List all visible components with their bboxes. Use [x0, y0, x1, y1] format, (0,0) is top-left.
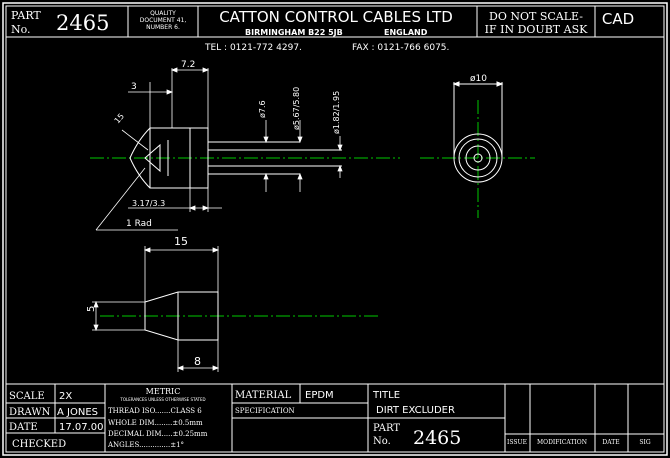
do-not-scale-note: DO NOT SCALE- [489, 10, 583, 23]
company-city: BIRMINGHAM B22 5JB [245, 28, 343, 37]
plan-view-dimension-lines [92, 246, 220, 372]
tolerance-whole: WHOLE DIM........±0.5mm [108, 419, 203, 427]
revision-modification-header: MODIFICATION [537, 439, 587, 446]
header-part-label: PART [11, 9, 41, 22]
revision-issue-header: ISSUE [507, 439, 527, 446]
cad-label: CAD [602, 10, 634, 28]
drawn-value: A JONES [57, 407, 98, 418]
header-no-label: No. [11, 23, 31, 36]
company-name: CATTON CONTROL CABLES LTD [219, 8, 453, 26]
checked-label: CHECKED [12, 439, 66, 450]
dim-height: 5 [86, 306, 97, 312]
dim-dia-bore: ø1.82/1.95 [332, 91, 341, 134]
dim-top-width: 7.2 [181, 60, 195, 70]
tolerance-decimal: DECIMAL DIM.....±0.25mm [108, 430, 208, 438]
footer-no-label: No. [373, 436, 391, 447]
dim-bottom-width: 8 [194, 355, 201, 368]
part-end-view [452, 81, 504, 183]
quality-doc-line1: QUALITY [150, 10, 176, 17]
tolerance-thread: THREAD ISO.......CLASS 6 [108, 407, 202, 415]
title-block-grid [6, 383, 664, 452]
company-tel: TEL : 0121-772 4297. [204, 43, 302, 53]
tolerance-note: TOLERANCES UNLESS OTHERWISE STATED [119, 397, 205, 402]
if-in-doubt-note: IF IN DOUBT ASK [485, 23, 588, 36]
tolerance-angles: ANGLES..............±1° [107, 441, 184, 449]
dim-dia-mid: ø5.67/5.80 [292, 87, 301, 130]
revision-sig-header: SIG [639, 439, 650, 446]
date-value: 17.07.00 [59, 422, 104, 433]
dim-length: 15 [174, 235, 188, 248]
dim-radius: 1 Rad [126, 219, 152, 229]
specification-label: SPECIFICATION [235, 407, 295, 415]
dim-dia-end: ø10 [470, 74, 487, 84]
title-label: TITLE [372, 390, 400, 401]
part-side-view [129, 127, 342, 189]
material-value: EPDM [305, 390, 334, 401]
quality-doc-line2: DOCUMENT 41, [140, 17, 187, 24]
metric-label: METRIC [146, 387, 181, 396]
drawn-label: DRAWN [9, 407, 51, 418]
header-block [6, 6, 664, 38]
scale-value: 2X [59, 391, 72, 402]
revision-date-header: DATE [602, 439, 619, 446]
date-label: DATE [9, 422, 38, 433]
centerline-end-view [420, 100, 535, 218]
scale-label: SCALE [9, 391, 45, 402]
dim-step: 3.17/3.3 [132, 199, 165, 208]
company-country: ENGLAND [384, 28, 428, 37]
material-label: MATERIAL [235, 390, 292, 401]
company-fax: FAX : 0121-766 6075. [352, 43, 449, 53]
dim-dia-small: ø7.6 [258, 100, 267, 118]
footer-part-number: 2465 [413, 427, 461, 449]
title-value: DIRT EXCLUDER [376, 405, 455, 416]
dim-nose: 3 [131, 82, 137, 92]
header-part-number: 2465 [56, 11, 109, 35]
side-view-dimension-lines [95, 67, 343, 231]
footer-part-label: PART [373, 423, 400, 434]
quality-doc-line3: NUMBER 6. [146, 24, 180, 31]
